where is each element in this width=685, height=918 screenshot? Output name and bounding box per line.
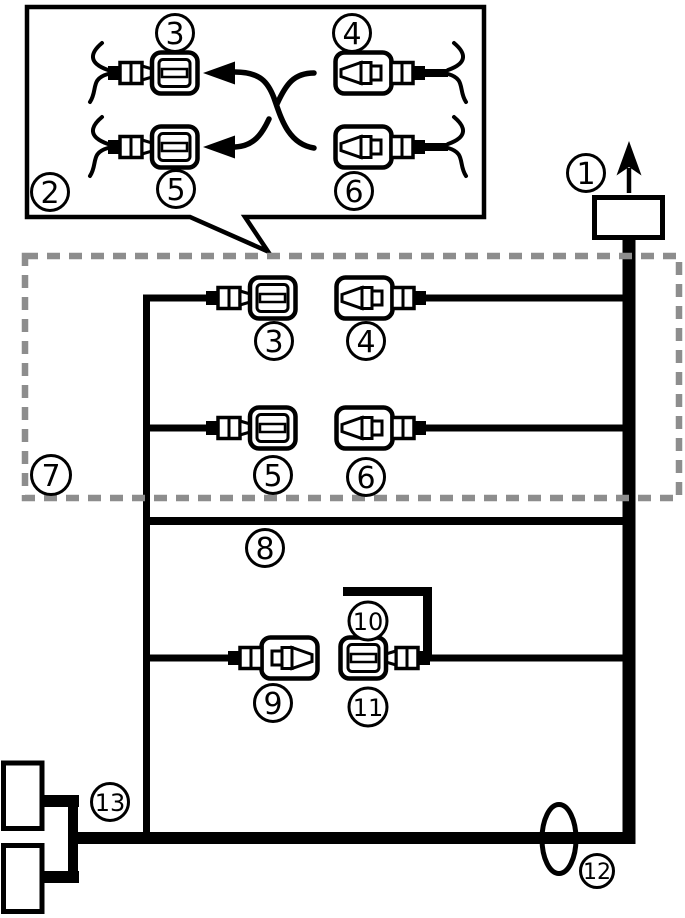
arrow-left-top-icon xyxy=(203,61,235,85)
harness-dashed-box xyxy=(21,252,683,502)
harness-male-connector-6-icon xyxy=(337,408,427,449)
svg-text:7: 7 xyxy=(41,459,60,494)
harness-label-4: 4 xyxy=(346,321,386,361)
harness-label-5: 5 xyxy=(253,455,293,495)
head-unit-connector-a xyxy=(1,760,45,831)
harness-label-6: 6 xyxy=(346,457,386,497)
harness-label-3: 3 xyxy=(254,321,294,361)
label-13: 13 xyxy=(90,782,130,822)
callout-label-3: 3 xyxy=(155,13,195,53)
left-bus-wire xyxy=(143,294,206,838)
up-arrow-icon xyxy=(616,141,642,176)
callout-outline xyxy=(24,4,487,257)
antenna-plug xyxy=(592,141,665,240)
label-10: 10 xyxy=(347,600,389,642)
svg-text:13: 13 xyxy=(95,789,126,817)
female-connector-11-icon xyxy=(341,638,431,679)
svg-text:12: 12 xyxy=(583,860,611,885)
arrow-left-bottom-icon xyxy=(203,135,235,159)
svg-text:3: 3 xyxy=(165,17,184,52)
svg-text:5: 5 xyxy=(166,173,185,208)
branch-wire-10 xyxy=(343,587,432,655)
callout-label-5: 5 xyxy=(156,169,196,209)
circled-labels: 1 2 3 4 5 6 3 4 xyxy=(30,13,615,889)
label-8: 8 xyxy=(245,528,285,568)
callout-label-6: 6 xyxy=(334,171,374,211)
head-unit-connectors xyxy=(1,760,45,914)
svg-text:1: 1 xyxy=(576,157,595,192)
harness-female-connector-5-icon xyxy=(206,408,296,449)
crossover-curve-4-to-5 xyxy=(232,70,317,150)
svg-text:5: 5 xyxy=(263,459,282,494)
harness-male-connector-4-icon xyxy=(337,278,427,319)
svg-text:11: 11 xyxy=(353,694,384,722)
svg-text:4: 4 xyxy=(342,17,361,52)
male-connector-9-icon xyxy=(228,638,318,679)
callout-box xyxy=(24,4,487,257)
svg-text:9: 9 xyxy=(263,687,282,722)
callout-label-4: 4 xyxy=(332,13,372,53)
wire-loop-icon xyxy=(539,802,579,876)
svg-text:2: 2 xyxy=(40,176,59,211)
svg-text:3: 3 xyxy=(264,325,283,360)
label-2: 2 xyxy=(30,172,70,212)
label-11: 11 xyxy=(347,686,389,728)
svg-text:6: 6 xyxy=(356,461,375,496)
crossover-curve-6-to-3 xyxy=(232,69,317,151)
label-7: 7 xyxy=(30,454,72,496)
harness-female-connector-3-icon xyxy=(206,278,296,319)
head-unit-connector-b xyxy=(1,843,45,914)
label-9: 9 xyxy=(253,683,293,723)
antenna-plug-body xyxy=(592,195,665,240)
label-12: 12 xyxy=(579,853,615,889)
wiring-lines xyxy=(42,237,636,883)
svg-text:4: 4 xyxy=(356,325,375,360)
svg-text:6: 6 xyxy=(344,175,363,210)
svg-text:10: 10 xyxy=(353,608,384,636)
svg-text:8: 8 xyxy=(255,532,274,567)
label-1: 1 xyxy=(566,153,606,193)
harness-connectors xyxy=(206,278,430,679)
